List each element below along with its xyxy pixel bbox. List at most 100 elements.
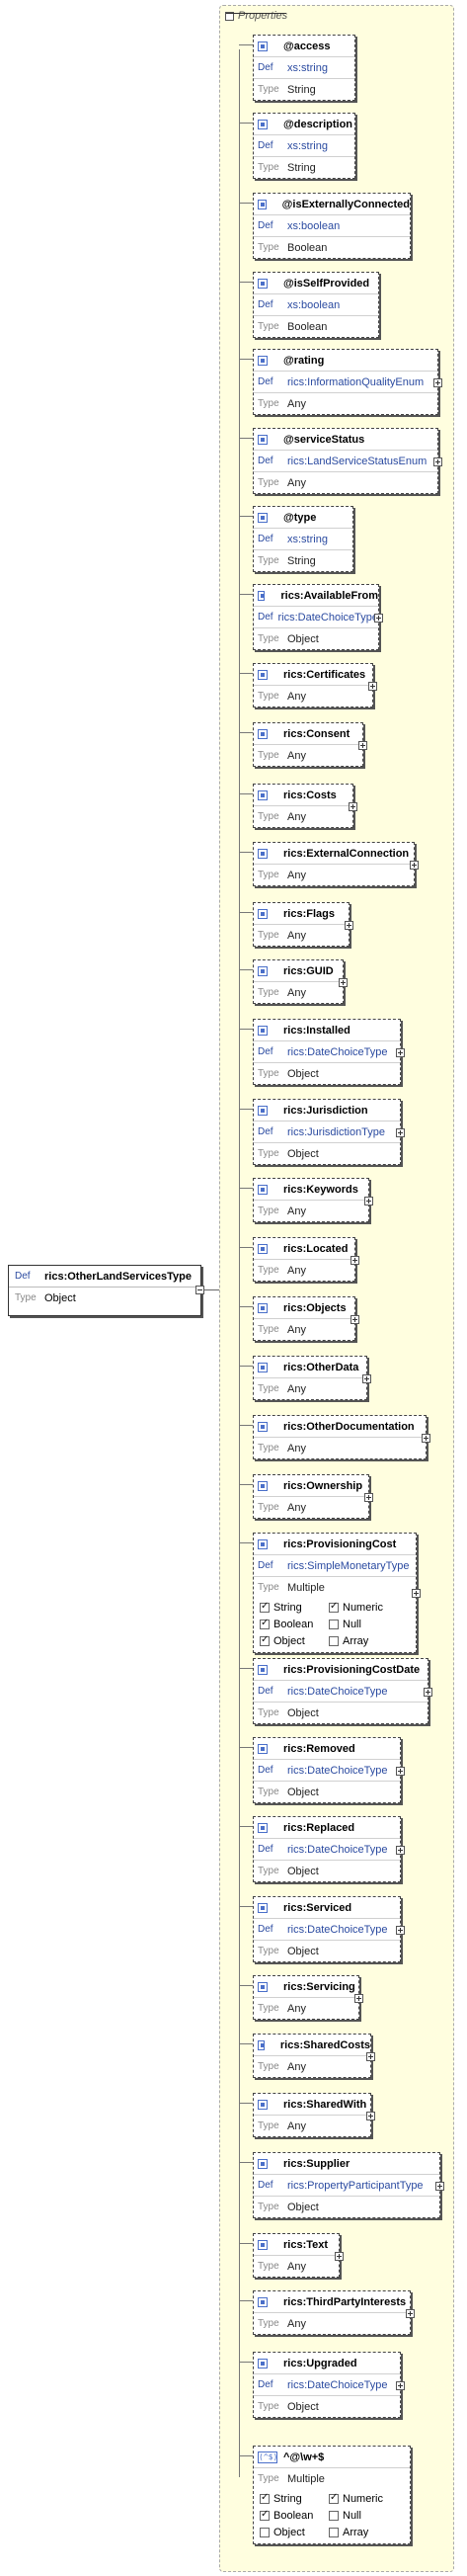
property-def[interactable]: rics:DateChoiceType — [287, 1045, 388, 1058]
property-type: Object — [287, 1786, 319, 1798]
properties-header[interactable]: Properties — [225, 10, 287, 22]
expand-icon[interactable] — [358, 741, 367, 750]
expand-icon[interactable] — [366, 2052, 375, 2061]
property-def[interactable]: rics:DateChoiceType — [287, 2378, 388, 2391]
property-def[interactable]: rics:SimpleMonetaryType — [287, 1559, 410, 1572]
property-def[interactable]: xs:boolean — [287, 298, 341, 311]
expand-icon[interactable] — [424, 1688, 432, 1697]
expand-icon[interactable] — [366, 2112, 375, 2120]
expand-icon[interactable] — [335, 2252, 344, 2261]
property-name: ^@\w+$ — [283, 2451, 325, 2463]
expand-icon[interactable] — [396, 1926, 405, 1935]
expand-icon[interactable] — [433, 457, 442, 466]
property-def[interactable]: rics:DateChoiceType — [287, 1843, 388, 1856]
expand-icon[interactable] — [410, 861, 419, 870]
property-name-row: rics:Consent — [254, 723, 362, 744]
expand-icon[interactable] — [406, 2309, 415, 2318]
expand-icon[interactable] — [349, 802, 357, 811]
expand-icon[interactable] — [354, 1994, 363, 2003]
expand-icon[interactable] — [412, 1589, 421, 1598]
property-def[interactable]: rics:PropertyParticipantType — [287, 2179, 424, 2192]
property-def[interactable]: rics:JurisdictionType — [287, 1125, 386, 1138]
expand-icon[interactable] — [396, 2381, 405, 2390]
property-def[interactable]: xs:string — [287, 533, 328, 545]
expand-icon[interactable] — [435, 2182, 444, 2191]
property-def[interactable]: xs:string — [287, 61, 328, 74]
expand-icon[interactable] — [364, 1493, 373, 1502]
expand-icon[interactable] — [396, 1128, 405, 1137]
expand-icon[interactable] — [350, 1315, 359, 1324]
expand-icon[interactable] — [396, 1048, 405, 1057]
property-type: Any — [287, 1205, 306, 1217]
checkbox-icon — [260, 1634, 270, 1646]
property-def[interactable]: rics:DateChoiceType — [287, 1685, 388, 1698]
expand-icon[interactable] — [396, 1846, 405, 1855]
expand-icon[interactable] — [422, 1434, 430, 1443]
property-def[interactable]: rics:InformationQualityEnum — [287, 375, 425, 388]
expand-icon[interactable] — [362, 1374, 371, 1383]
property-def[interactable]: xs:boolean — [287, 219, 341, 232]
property-def[interactable]: rics:DateChoiceType — [287, 1923, 388, 1936]
element-icon — [258, 2158, 268, 2169]
property-def[interactable]: xs:string — [287, 139, 328, 152]
type-option-label: Array — [343, 2526, 369, 2538]
expand-icon[interactable] — [374, 614, 383, 623]
root-definition-box[interactable]: Def rics:OtherLandServicesType Type Obje… — [8, 1265, 201, 1316]
property-def[interactable]: rics:DateChoiceType — [277, 611, 379, 623]
property-name-row: rics:Text — [254, 2234, 339, 2255]
expand-icon[interactable] — [364, 1197, 373, 1205]
property-type: Any — [287, 2317, 306, 2330]
type-label: Type — [258, 930, 279, 941]
property-def[interactable]: rics:LandServiceStatusEnum — [287, 455, 428, 467]
expand-icon[interactable] — [396, 1767, 405, 1776]
expand-icon[interactable] — [345, 921, 353, 930]
property-name-row: rics:Flags — [254, 903, 349, 924]
expand-icon[interactable] — [350, 1256, 359, 1265]
property-name-row: rics:OtherData — [254, 1357, 366, 1377]
expand-icon[interactable] — [433, 378, 442, 387]
collapse-icon[interactable] — [225, 11, 234, 21]
expand-icon[interactable] — [339, 978, 348, 987]
property-def[interactable]: rics:DateChoiceType — [287, 1764, 388, 1777]
property-name-row: rics:Costs — [254, 785, 352, 805]
root-collapse-icon[interactable] — [195, 1286, 204, 1294]
property-w[interactable]: (^$)^@\w+$TypeMultipleStringNumericBoole… — [253, 2446, 411, 2544]
expand-icon[interactable] — [368, 682, 377, 691]
